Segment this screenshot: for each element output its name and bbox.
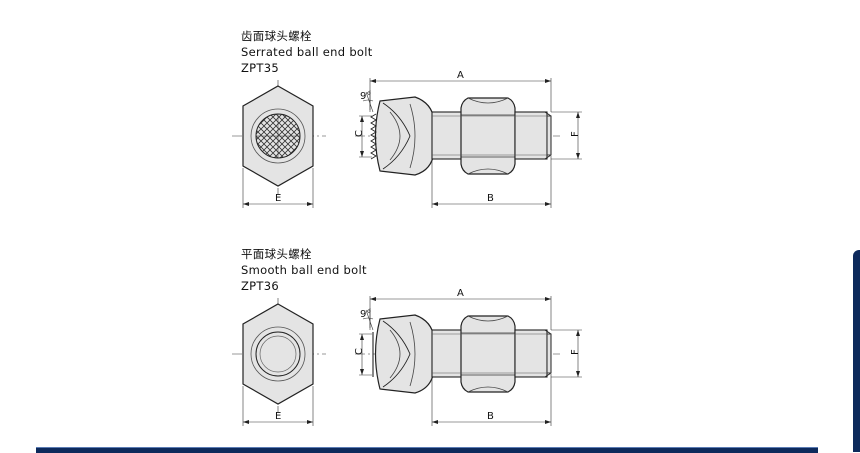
- label-angle: 9°: [360, 309, 371, 320]
- angle-annotation: 9°: [360, 90, 374, 113]
- technical-drawing: E: [232, 288, 582, 426]
- label-a: A: [457, 288, 464, 299]
- label-a: A: [457, 70, 464, 81]
- footer-bar: [36, 447, 818, 453]
- dimension-b: B: [431, 156, 552, 208]
- label-c: C: [354, 130, 365, 137]
- dimension-f: F: [551, 329, 582, 378]
- drawing-serrated: 齿面球头螺栓 Serrated ball end bolt ZPT35: [0, 0, 860, 226]
- drawing-smooth: 平面球头螺栓 Smooth ball end bolt ZPT36 E: [0, 218, 860, 444]
- title-cn: 平面球头螺栓: [241, 247, 312, 261]
- bolt-side-view: [355, 96, 560, 176]
- model-code: ZPT36: [241, 279, 279, 293]
- angle-annotation: 9°: [360, 308, 374, 331]
- dimension-b: B: [431, 374, 552, 426]
- dimension-e: E: [242, 386, 314, 426]
- model-code: ZPT35: [241, 61, 279, 75]
- label-e: E: [275, 411, 281, 422]
- title-en: Serrated ball end bolt: [241, 45, 373, 59]
- dimension-c: C: [354, 115, 372, 158]
- label-f: F: [570, 349, 581, 355]
- hex-end-view: [232, 298, 326, 412]
- dimension-f: F: [551, 111, 582, 160]
- label-angle: 9°: [360, 91, 371, 102]
- side-panel-edge: [853, 250, 860, 452]
- bolt-side-view: [355, 314, 560, 394]
- technical-drawing: E: [232, 70, 582, 208]
- caption: 平面球头螺栓 Smooth ball end bolt ZPT36: [241, 246, 367, 294]
- label-b: B: [487, 411, 494, 422]
- title-en: Smooth ball end bolt: [241, 263, 367, 277]
- dimension-c: C: [354, 333, 372, 376]
- hex-end-view: [232, 80, 326, 194]
- dimension-e: E: [242, 168, 314, 208]
- label-b: B: [487, 193, 494, 204]
- caption: 齿面球头螺栓 Serrated ball end bolt ZPT35: [241, 28, 373, 76]
- title-cn: 齿面球头螺栓: [241, 29, 312, 43]
- label-f: F: [570, 131, 581, 137]
- label-c: C: [354, 348, 365, 355]
- label-e: E: [275, 193, 281, 204]
